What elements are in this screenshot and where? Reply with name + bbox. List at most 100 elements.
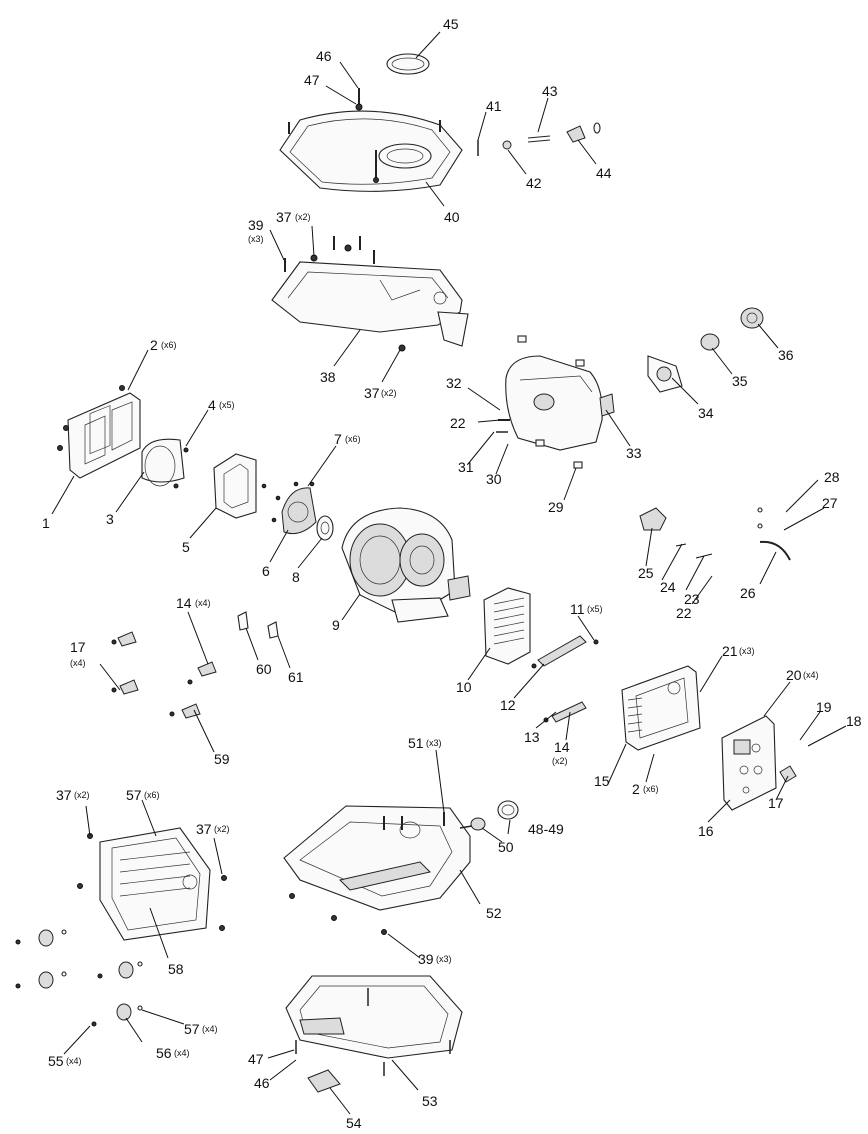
part-23-28-fuel-lines bbox=[639, 507, 791, 561]
part-40-top-cover bbox=[279, 110, 463, 192]
callout-number: 39 bbox=[418, 951, 434, 967]
callout-number: 60 bbox=[256, 661, 272, 677]
callout-number: 18 bbox=[846, 713, 862, 729]
part-5-inner-frame bbox=[213, 453, 257, 519]
part-52-base bbox=[283, 805, 471, 935]
part-53-bottom-cover bbox=[285, 975, 463, 1076]
callout-number: 16 bbox=[698, 823, 714, 839]
callout-number: 14 bbox=[176, 595, 192, 611]
callout-number: 28 bbox=[824, 469, 840, 485]
callout-quantity: (x4) bbox=[202, 1024, 218, 1034]
callout-number: 12 bbox=[500, 697, 516, 713]
callout-number: 33 bbox=[626, 445, 642, 461]
callout-quantity: (x6) bbox=[345, 434, 361, 444]
callout-number: 50 bbox=[498, 839, 514, 855]
callout-number: 9 bbox=[332, 617, 340, 633]
part-15-side-panel bbox=[621, 665, 701, 751]
callout-number: 47 bbox=[248, 1051, 264, 1067]
callout-number: 31 bbox=[458, 459, 474, 475]
callout-quantity: (x2) bbox=[552, 756, 568, 766]
callout-number: 29 bbox=[548, 499, 564, 515]
callout-number: 27 bbox=[822, 495, 838, 511]
callout-number: 21 bbox=[722, 643, 738, 659]
part-45-ring bbox=[386, 53, 430, 75]
callout-number: 20 bbox=[786, 667, 802, 683]
callout-number: 54 bbox=[346, 1115, 362, 1131]
part-46-47-screws bbox=[355, 88, 363, 111]
callout-number: 46 bbox=[254, 1075, 270, 1091]
callout-number: 2 bbox=[632, 781, 640, 797]
part-54-plate bbox=[307, 1069, 341, 1093]
callout-quantity: (x3) bbox=[436, 954, 452, 964]
callout-number: 41 bbox=[486, 98, 502, 114]
callout-quantity: (x4) bbox=[174, 1048, 190, 1058]
callout-number: 8 bbox=[292, 569, 300, 585]
callout-number: 40 bbox=[444, 209, 460, 225]
callout-number: 7 bbox=[334, 431, 342, 447]
callout-quantity: (x2) bbox=[381, 388, 397, 398]
callout-number: 59 bbox=[214, 751, 230, 767]
callout-quantity: (x2) bbox=[295, 212, 311, 222]
callout-number: 61 bbox=[288, 669, 304, 685]
callout-quantity: (x5) bbox=[219, 400, 235, 410]
callout-quantity: (x2) bbox=[214, 824, 230, 834]
part-34-36-fuel-cap bbox=[647, 307, 764, 393]
callout-quantity: (x6) bbox=[643, 784, 659, 794]
callout-number: 17 bbox=[70, 639, 86, 655]
callout-number: 53 bbox=[422, 1093, 438, 1109]
callout-quantity: (x3) bbox=[248, 234, 264, 244]
callout-number: 56 bbox=[156, 1045, 172, 1061]
part-38-frame bbox=[271, 236, 469, 352]
callout-number: 43 bbox=[542, 83, 558, 99]
part-55-57-feet bbox=[15, 929, 143, 1027]
part-48-50-grommets bbox=[459, 800, 519, 831]
callout-number: 57 bbox=[184, 1021, 200, 1037]
callout-number: 37 bbox=[364, 385, 380, 401]
callout-number: 6 bbox=[262, 563, 270, 579]
callout-number: 19 bbox=[816, 699, 832, 715]
callout-number: 37 bbox=[276, 209, 292, 225]
part-58-base-panel bbox=[77, 827, 227, 941]
part-9-engine bbox=[341, 507, 471, 623]
callout-number: 3 bbox=[106, 511, 114, 527]
callout-quantity: (x2) bbox=[74, 790, 90, 800]
callout-number: 37 bbox=[196, 821, 212, 837]
callout-number: 52 bbox=[486, 905, 502, 921]
callout-quantity: (x4) bbox=[195, 598, 211, 608]
callout-number: 47 bbox=[304, 72, 320, 88]
callout-quantity: (x4) bbox=[803, 670, 819, 680]
callout-quantity: (x3) bbox=[739, 646, 755, 656]
callout-number: 36 bbox=[778, 347, 794, 363]
callout-number: 48-49 bbox=[528, 821, 564, 837]
callout-number: 39 bbox=[248, 217, 264, 233]
callout-number: 22 bbox=[676, 605, 692, 621]
callout-number: 30 bbox=[486, 471, 502, 487]
callout-number: 58 bbox=[168, 961, 184, 977]
callout-quantity: (x3) bbox=[426, 738, 442, 748]
callout-number: 51 bbox=[408, 735, 424, 751]
part-12-13-brackets bbox=[531, 635, 599, 723]
callout-quantity: (x4) bbox=[70, 658, 86, 668]
part-10-inverter bbox=[483, 587, 531, 665]
part-16-control-panel bbox=[721, 715, 797, 811]
callout-number: 10 bbox=[456, 679, 472, 695]
callout-number: 55 bbox=[48, 1053, 64, 1069]
callout-number: 14 bbox=[554, 739, 570, 755]
callout-number: 35 bbox=[732, 373, 748, 389]
part-1-side-panel bbox=[57, 385, 141, 479]
callout-number: 26 bbox=[740, 585, 756, 601]
callout-number: 24 bbox=[660, 579, 676, 595]
callout-number: 44 bbox=[596, 165, 612, 181]
callout-number: 17 bbox=[768, 795, 784, 811]
leader-lines bbox=[51, 31, 847, 1115]
part-33-fuel-tank bbox=[496, 335, 615, 469]
callout-number: 34 bbox=[698, 405, 714, 421]
callout-number: 11 bbox=[570, 601, 585, 617]
callout-number: 13 bbox=[524, 729, 540, 745]
callout-quantity: (x4) bbox=[66, 1056, 82, 1066]
part-drawings bbox=[15, 53, 797, 1093]
callout-quantity: (x5) bbox=[587, 604, 603, 614]
callout-number: 1 bbox=[42, 515, 50, 531]
callout-number: 32 bbox=[446, 375, 462, 391]
part-14-17-59-61-hardware bbox=[111, 611, 279, 719]
